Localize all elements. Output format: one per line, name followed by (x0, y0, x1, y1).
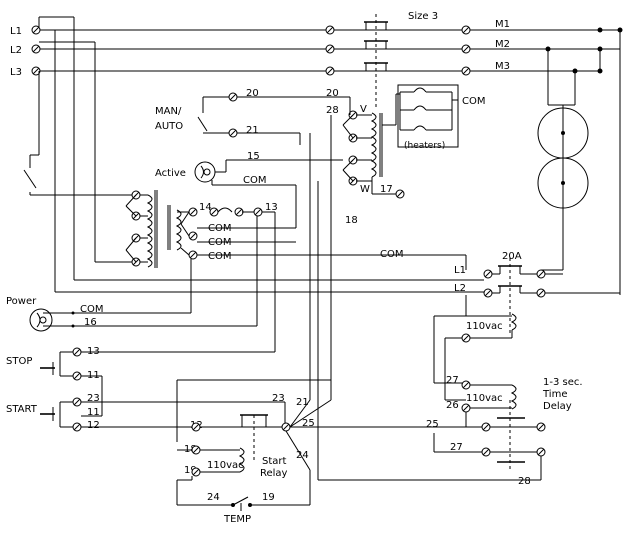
wire-13-label-a: 13 (265, 202, 278, 213)
wire-19-label-b: 19 (262, 492, 275, 503)
label-l2: L2 (10, 45, 22, 56)
man-label: MAN/ (155, 106, 182, 117)
wire-20-label-a: 20 (246, 88, 259, 99)
wire-27-label-a: 27 (446, 375, 459, 386)
power-lamp (29, 308, 75, 332)
wire-19-label-a: 19 (184, 465, 197, 476)
com-label-c: COM (208, 251, 231, 262)
breaker-l2-label: L2 (454, 283, 466, 294)
active-lamp (194, 159, 331, 228)
com-label-b: COM (208, 237, 231, 248)
wire-24-label-b: 24 (207, 492, 220, 503)
wire-11-label-a: 11 (87, 370, 100, 381)
com-label-d: COM (380, 249, 403, 260)
wire-23-label-a: 23 (87, 393, 100, 404)
start-relay-line1: Start (262, 456, 287, 467)
stop-label: STOP (6, 356, 32, 367)
secondary-terminals (43, 207, 467, 352)
wire-21-label: 21 (246, 125, 259, 136)
coil-w-label: W (360, 184, 370, 195)
wire-24-label-a: 24 (296, 450, 309, 461)
wire-13-label-b: 13 (87, 346, 100, 357)
start-relay (176, 379, 466, 505)
wire-20-label-b: 20 (326, 88, 339, 99)
wire-28-label-b: 28 (518, 476, 531, 487)
wire-25-label-b: 25 (426, 419, 439, 430)
stop-button (40, 347, 275, 416)
contactor-size-label: Size 3 (408, 11, 438, 22)
coil-110vac-a (433, 295, 517, 401)
power-label: Power (6, 296, 37, 307)
wire-23-label-b: 23 (272, 393, 285, 404)
main-power-lines (39, 29, 621, 295)
active-com-label: COM (243, 175, 266, 186)
heaters-com-label: COM (462, 96, 485, 107)
active-label: Active (155, 168, 186, 179)
breaker-label: 20A (502, 251, 522, 262)
coil-v-label: V (360, 104, 367, 115)
heaters-label: (heaters) (404, 141, 445, 151)
label-m1: M1 (495, 19, 510, 30)
wire-28-label: 28 (326, 105, 339, 116)
td-line3: Delay (543, 401, 572, 412)
vac110-label-a: 110vac (466, 321, 503, 332)
power-com-label: COM (80, 304, 103, 315)
heaters-block (397, 84, 459, 148)
wire-16-label: 16 (84, 317, 97, 328)
coil-terminals (331, 110, 372, 186)
man-auto-switch (197, 92, 351, 145)
line-terminals (31, 25, 623, 76)
wire-26-label: 26 (446, 400, 459, 411)
wire-11-label-b: 11 (87, 407, 100, 418)
left-bus (23, 16, 135, 292)
breaker-l1-label: L1 (454, 265, 466, 276)
wire-18-route (309, 115, 542, 481)
wire-12-label-a: 12 (87, 420, 100, 431)
label-l1: L1 (10, 26, 22, 37)
temp-label: TEMP (223, 514, 251, 525)
vac110-label-b: 110vac (466, 393, 503, 404)
label-m3: M3 (495, 61, 510, 72)
label-m2: M2 (495, 39, 510, 50)
wire-21-label-b: 21 (296, 397, 309, 408)
control-transformer (95, 190, 182, 268)
auto-label: AUTO (155, 121, 183, 132)
breaker-20a (55, 258, 620, 336)
td-line1: 1-3 sec. (543, 377, 583, 388)
temp-switch (177, 496, 310, 511)
main-transformer (370, 93, 400, 195)
start-relay-line2: Relay (260, 468, 288, 479)
motor-symbol (537, 107, 589, 271)
main-contactor-contacts (364, 14, 388, 110)
wire-15-label: 15 (247, 151, 260, 162)
wire-25-label-a: 25 (302, 418, 315, 429)
wire-18-label-a: 18 (345, 215, 358, 226)
label-l3: L3 (10, 67, 22, 78)
wire-14-label: 14 (199, 202, 212, 213)
wire-17-label: 17 (380, 184, 393, 195)
start-label: START (6, 404, 38, 415)
vac110-label-c: 110vac (207, 460, 244, 471)
com-label-a: COM (208, 223, 231, 234)
time-delay-relay (433, 380, 546, 470)
start-button (40, 397, 285, 432)
wire-27-label-b: 27 (450, 442, 463, 453)
td-line2: Time (542, 389, 567, 400)
